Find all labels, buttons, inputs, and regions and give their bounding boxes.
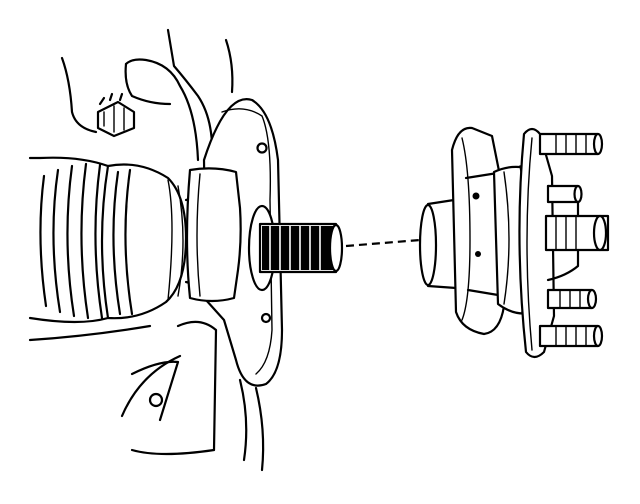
- knuckle-bolt: [96, 92, 136, 138]
- steering-knuckle: [60, 28, 284, 472]
- wheel-studs: [538, 132, 604, 348]
- drive-axle-cv-joint: [28, 156, 204, 342]
- axle-spline-shaft: [258, 222, 344, 274]
- alignment-centerline: [345, 238, 421, 248]
- wheel-hub-bearing: [418, 126, 610, 359]
